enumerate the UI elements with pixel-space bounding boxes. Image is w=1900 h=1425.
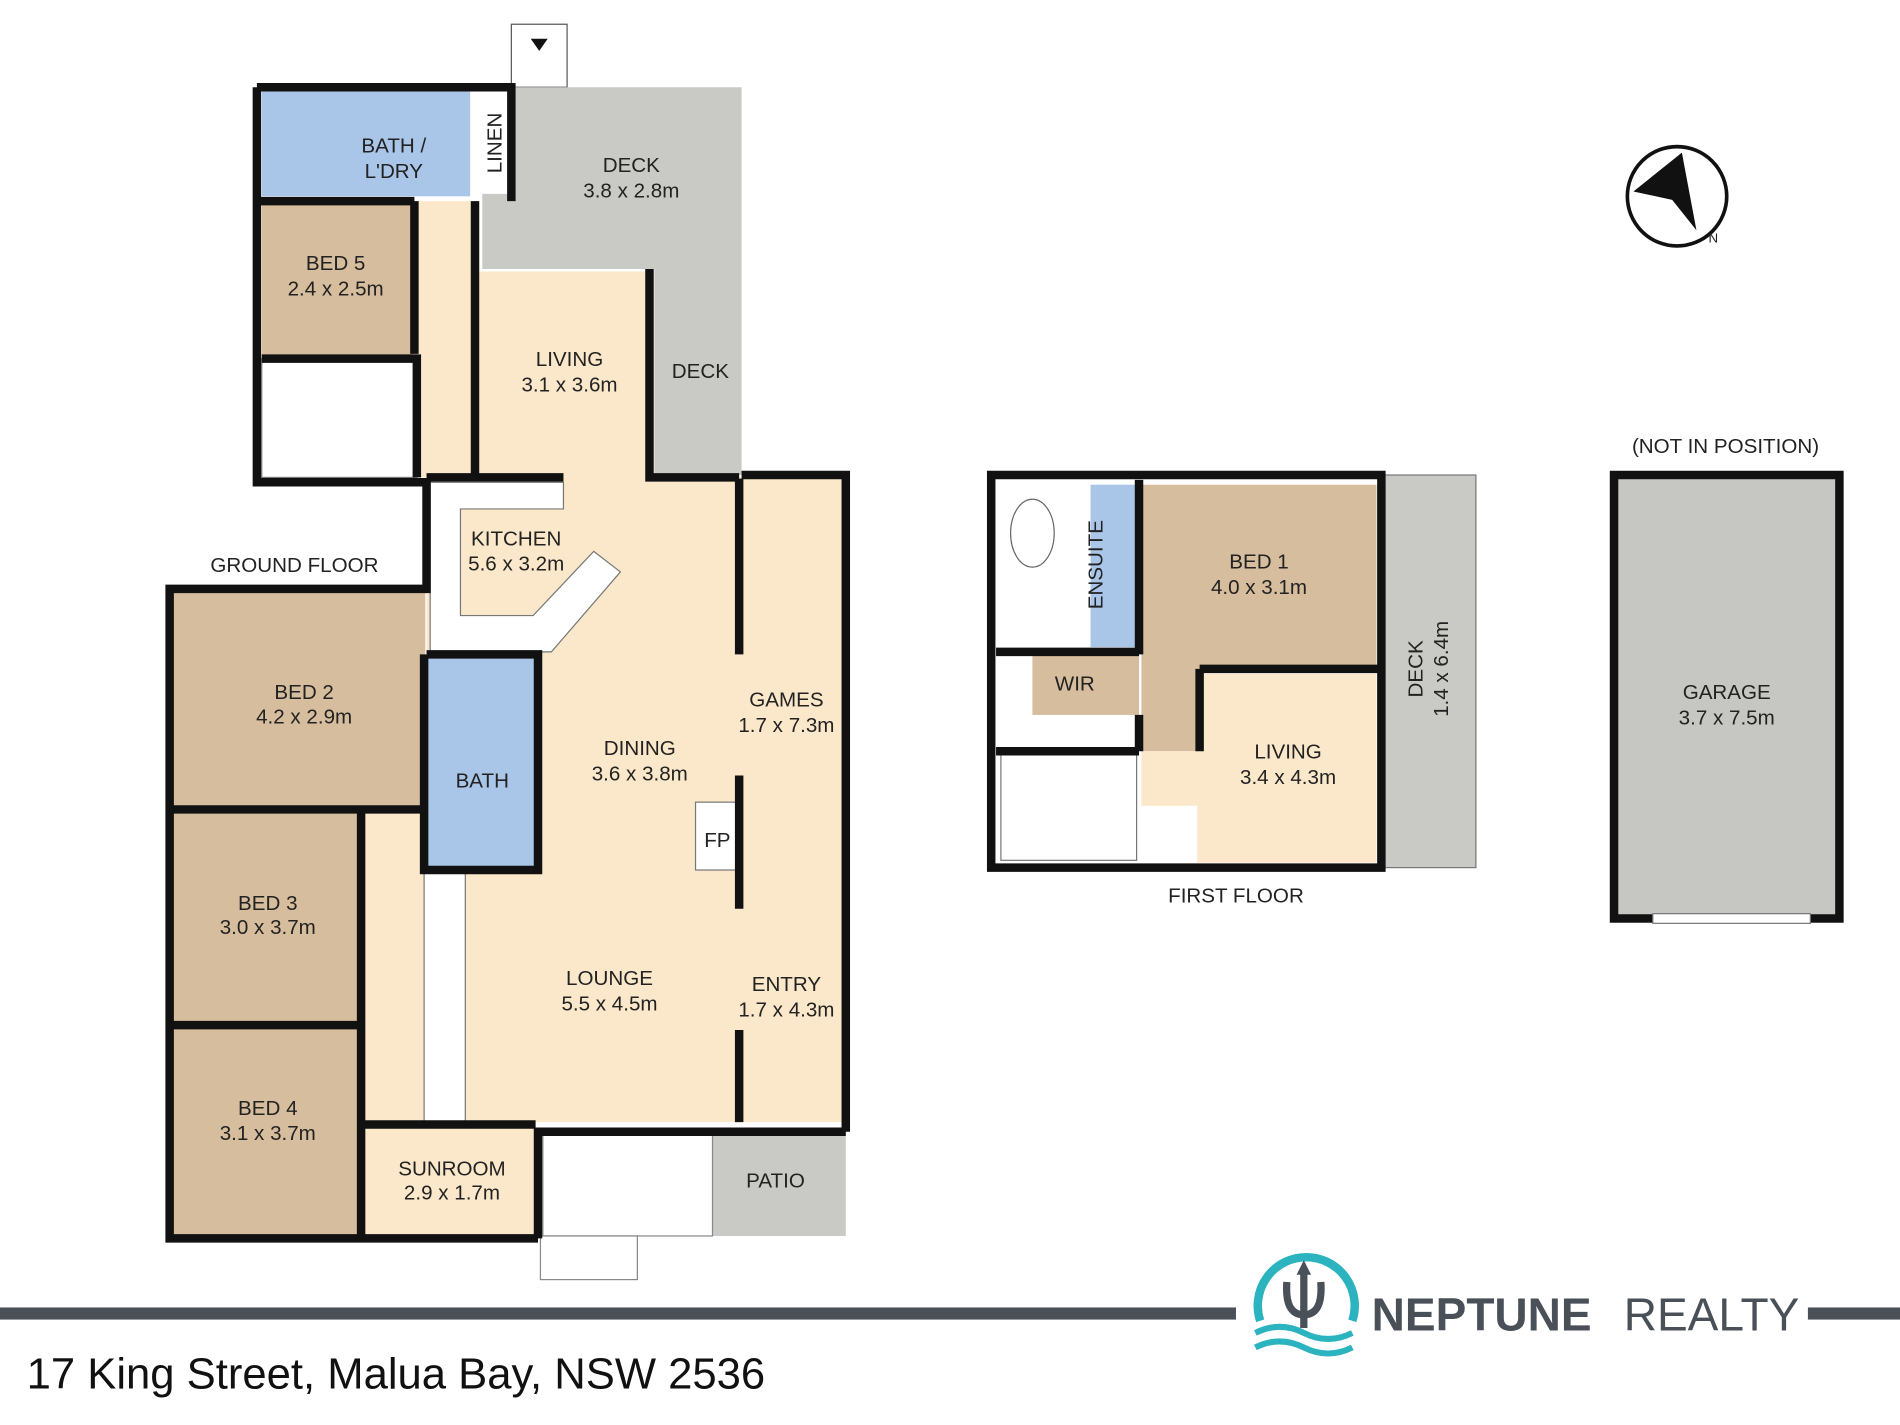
room-label: GARAGE: [1683, 681, 1771, 704]
room-size: 5.6 x 3.2m: [468, 553, 564, 576]
room-label: BATH: [456, 770, 509, 793]
room-size: 2.9 x 1.7m: [404, 1182, 500, 1205]
room-deck-first: [1380, 474, 1477, 869]
room-label: BATH /: [361, 135, 426, 158]
room-label: LIVING: [536, 348, 603, 371]
room-linen: [472, 89, 512, 194]
brand-name: NEPTUNE: [1372, 1288, 1592, 1340]
room-label: BED 3: [238, 892, 297, 915]
room-bed4: [173, 1025, 363, 1236]
garage-labels: (NOT IN POSITION) GARAGE 3.7 x 7.5m: [1632, 435, 1819, 729]
room-patio: [712, 1131, 846, 1236]
footer: NEPTUNE REALTY 17 King Street, Malua Bay…: [0, 1252, 1900, 1399]
room-label: BED 1: [1229, 550, 1288, 573]
room-label: LOUNGE: [566, 967, 653, 990]
room-wir: [1032, 654, 1140, 715]
room-size: 5.5 x 4.5m: [561, 993, 657, 1016]
room-label: BED 5: [306, 252, 365, 275]
room-deck-top: [482, 87, 742, 475]
garage-plan: [1609, 470, 1844, 924]
room-label: BED 4: [238, 1097, 297, 1120]
neptune-trident-logo: [1253, 1252, 1359, 1357]
room-label: WIR: [1055, 673, 1095, 696]
stairs-ground: [261, 358, 418, 479]
room-size: 4.0 x 3.1m: [1211, 576, 1307, 599]
fireplace-label: FP: [704, 829, 730, 852]
first-floor-plan: [986, 470, 1477, 872]
north-arrow-icon: N: [1625, 144, 1729, 248]
room-label: SUNROOM: [398, 1157, 505, 1180]
room-label: PATIO: [746, 1170, 805, 1193]
room-size: 3.1 x 3.7m: [220, 1122, 316, 1145]
room-label: DINING: [604, 737, 676, 760]
room-living-ground: [478, 271, 651, 480]
ground-floor-title: GROUND FLOOR: [210, 554, 378, 577]
compass-label: N: [1709, 230, 1719, 245]
room-bath: [426, 656, 539, 868]
room-label: LIVING: [1254, 741, 1321, 764]
ground-floor-plan: [165, 23, 851, 1281]
room-size: 3.6 x 3.8m: [592, 762, 688, 785]
room-size: 1.7 x 4.3m: [738, 999, 834, 1022]
room-label: DECK: [603, 154, 660, 177]
room-size: 3.7 x 7.5m: [1679, 707, 1775, 730]
ground-floor-labels: GROUND FLOOR BATH / L'DRY LINEN DECK 3.8…: [210, 113, 834, 1205]
garage-note: (NOT IN POSITION): [1632, 435, 1819, 458]
room-label: BED 2: [274, 681, 333, 704]
first-floor-labels: FIRST FLOOR ENSUITE BED 1 4.0 x 3.1m WIR…: [1055, 520, 1453, 908]
brand-name-suffix: REALTY: [1624, 1288, 1800, 1340]
room-size: 1.7 x 7.3m: [738, 714, 834, 737]
room-bed5: [261, 201, 415, 357]
room-bath-laundry: [261, 89, 471, 197]
room-bed2: [173, 588, 426, 808]
room-label: DECK: [672, 360, 729, 383]
room-size: 3.1 x 3.6m: [521, 373, 617, 396]
room-bed3: [173, 809, 363, 1023]
room-garage: [1614, 475, 1840, 919]
room-bed1: [1141, 484, 1377, 752]
room-size: 3.0 x 3.7m: [220, 916, 316, 939]
room-size: 3.4 x 4.3m: [1240, 766, 1336, 789]
room-size: 1.4 x 6.4m: [1430, 621, 1453, 717]
room-size: 2.4 x 2.5m: [288, 278, 384, 301]
room-label: GAMES: [749, 688, 823, 711]
property-address: 17 King Street, Malua Bay, NSW 2536: [27, 1351, 766, 1399]
room-label: ENTRY: [752, 973, 822, 996]
room-label: LINEN: [484, 113, 507, 174]
room-label: L'DRY: [365, 160, 424, 183]
room-sunroom: [362, 1124, 536, 1236]
room-label: KITCHEN: [471, 527, 561, 550]
first-floor-title: FIRST FLOOR: [1168, 885, 1304, 908]
room-label: ENSUITE: [1085, 520, 1108, 609]
room-ensuite: [1090, 484, 1140, 648]
room-size: 4.2 x 2.9m: [256, 705, 352, 728]
room-size: 3.8 x 2.8m: [583, 180, 679, 203]
room-label: DECK: [1405, 640, 1428, 697]
